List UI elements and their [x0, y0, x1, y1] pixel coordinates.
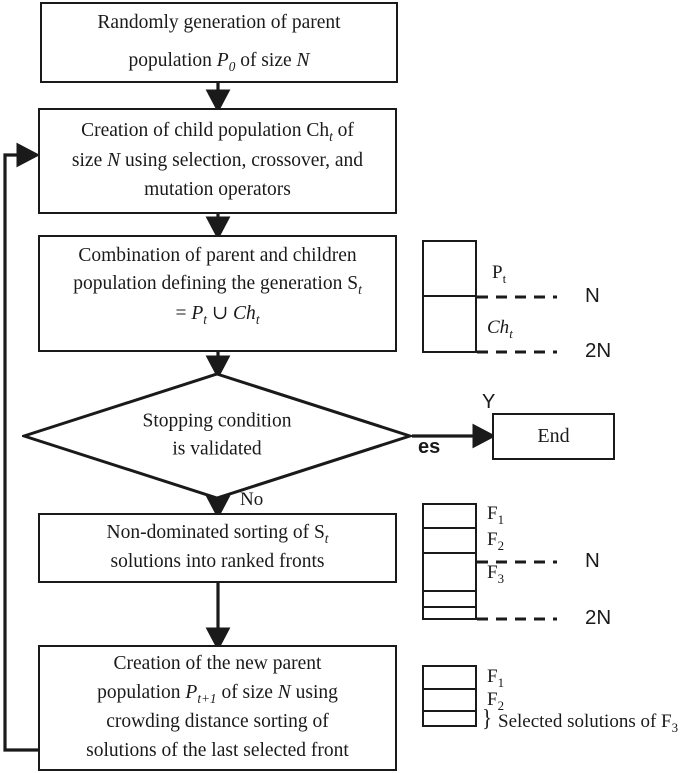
- edge-label-yes-lower: es: [418, 436, 441, 458]
- node-end[interactable]: End: [492, 413, 615, 460]
- stack-label-f1-selected: F1: [487, 666, 505, 690]
- stack-label-f1-fronts: F1: [487, 503, 505, 527]
- node-combine-line2: population defining the generation St: [73, 273, 362, 298]
- stack-cell-f2: [424, 529, 475, 554]
- stack-cell-f3-selected: [424, 712, 475, 726]
- node-nondominated-sorting[interactable]: Non-dominated sorting of St solutions in…: [38, 513, 397, 583]
- marker-label-N-combination: N: [585, 284, 600, 307]
- stack-label-f2-selected: F2: [487, 689, 505, 713]
- node-child-line3: mutation operators: [144, 178, 291, 200]
- node-child-line1: Creation of child population Cht of: [81, 120, 354, 145]
- marker-label-N-fronts: N: [585, 549, 600, 572]
- selected-solutions-label: Selected solutions of F3: [498, 711, 679, 735]
- node-newparent-line2: population Pt+1 of size N using: [97, 681, 338, 706]
- stack-cell-pt: [424, 242, 475, 297]
- stack-label-f3-fronts: F3: [487, 562, 505, 586]
- stack-label-f2-fronts: F2: [487, 529, 505, 553]
- node-newparent-line1: Creation of the new parent: [113, 652, 322, 674]
- stack-cell-f4: [424, 592, 475, 608]
- node-combine-line3: = Pt ∪ Cht: [175, 302, 260, 327]
- stack-cell-f1-selected: [424, 667, 475, 690]
- stack-label-cht: Cht: [487, 317, 513, 341]
- population-stack-combination: [422, 240, 477, 353]
- node-init-line2: population P0 of size N: [128, 49, 310, 74]
- stack-cell-cht: [424, 297, 475, 350]
- node-child-population[interactable]: Creation of child population Cht of size…: [38, 108, 397, 214]
- node-new-parent-population[interactable]: Creation of the new parent population Pt…: [38, 645, 397, 771]
- node-random-initialization[interactable]: Randomly generation of parent population…: [40, 2, 398, 83]
- population-stack-selected: [422, 665, 477, 727]
- node-init-line1: Randomly generation of parent: [97, 11, 341, 33]
- node-newparent-line4: solutions of the last selected front: [86, 740, 349, 762]
- population-stack-fronts: [422, 503, 477, 620]
- stack-cell-f2-selected: [424, 690, 475, 712]
- node-sort-line1: Non-dominated sorting of St: [106, 521, 329, 546]
- selected-solutions-brace: }: [482, 704, 493, 732]
- node-sort-line2: solutions into ranked fronts: [110, 551, 325, 573]
- decision-diamond-shape: [22, 372, 412, 500]
- stack-cell-f5: [424, 608, 475, 620]
- node-stopping-condition[interactable]: Stopping condition is validated: [22, 372, 412, 500]
- node-child-line2: size N using selection, crossover, and: [71, 149, 364, 171]
- node-newparent-line3: crowding distance sorting of: [106, 711, 329, 733]
- stack-label-pt: Pt: [492, 262, 507, 286]
- node-combine-line1: Combination of parent and children: [78, 244, 357, 266]
- node-end-label: End: [537, 424, 570, 447]
- stack-cell-f1: [424, 505, 475, 529]
- marker-label-2N-fronts: 2N: [585, 606, 612, 629]
- edge-label-yes-upper: Y: [482, 391, 496, 413]
- node-combination[interactable]: Combination of parent and children popul…: [38, 235, 397, 352]
- stack-cell-f3: [424, 554, 475, 592]
- edge-label-no: No: [240, 489, 264, 510]
- marker-label-2N-combination: 2N: [585, 339, 612, 362]
